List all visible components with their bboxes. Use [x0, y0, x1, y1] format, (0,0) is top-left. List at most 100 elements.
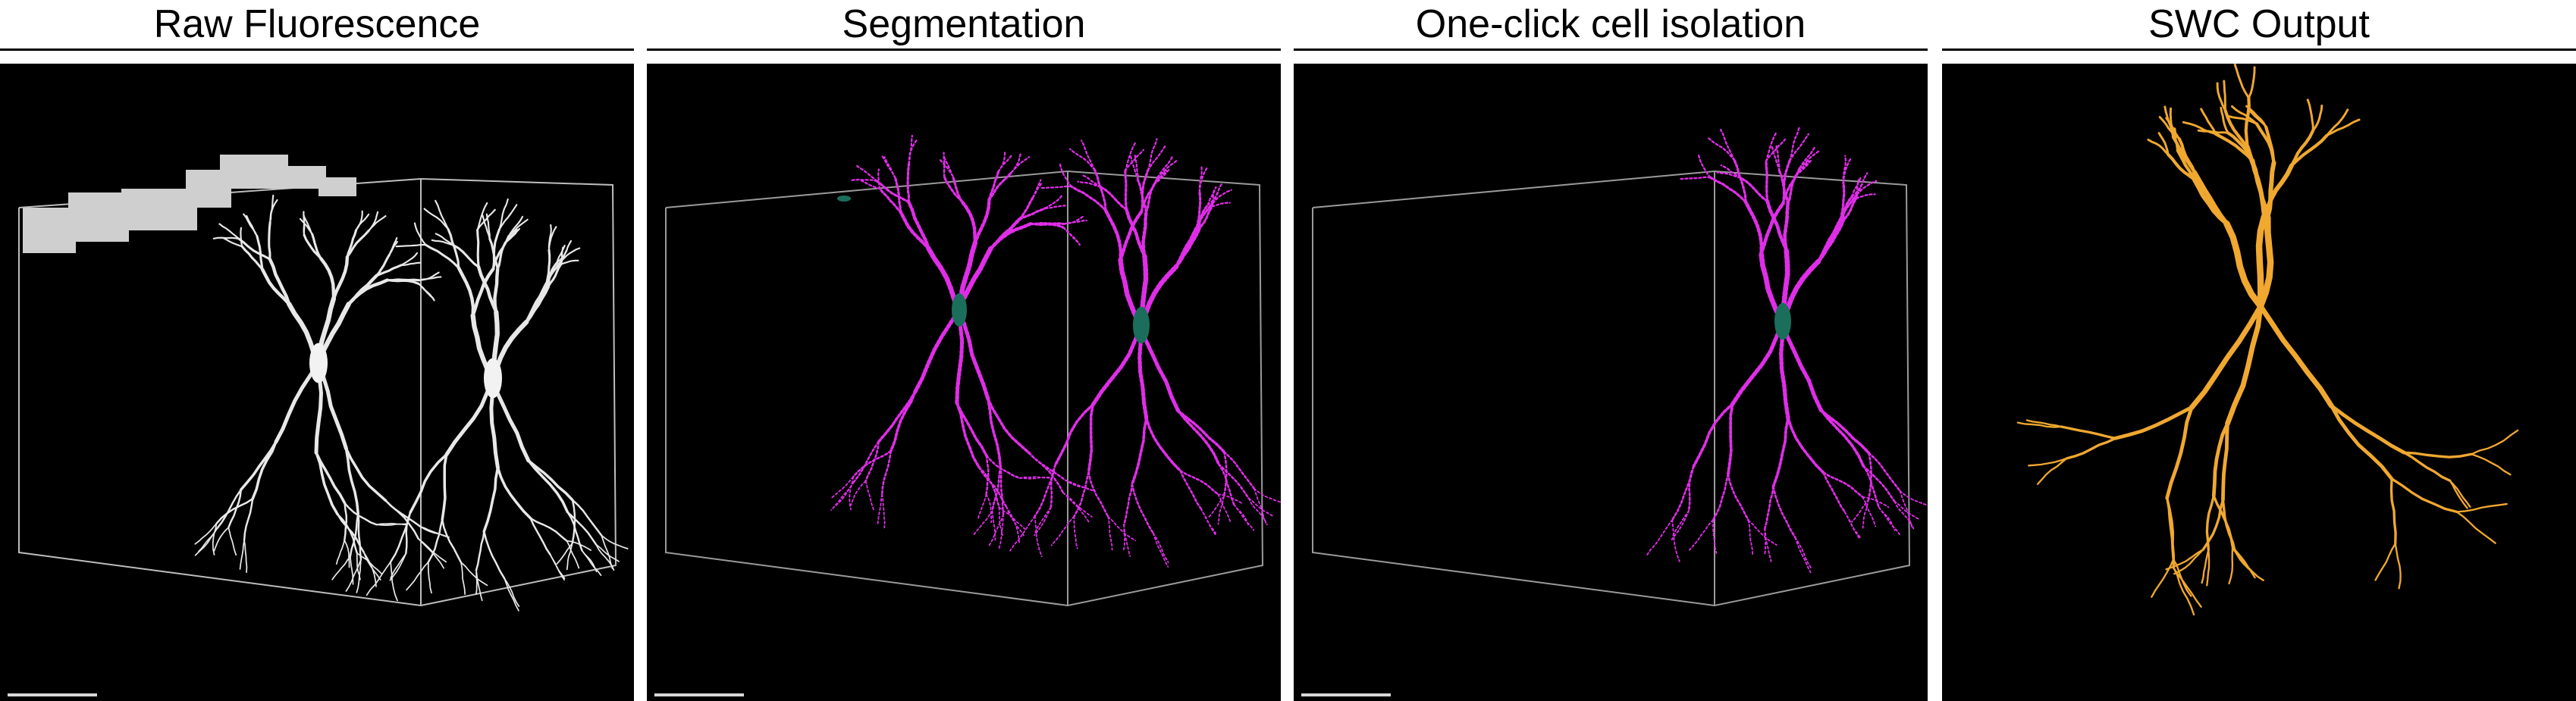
dendrite-segment	[2330, 404, 2406, 455]
dendrite-segment	[427, 518, 444, 563]
dendrite-segment	[2455, 511, 2496, 544]
dendrite-segment	[212, 236, 240, 240]
dendrite-segment	[504, 227, 521, 244]
dendrite-segment	[2248, 110, 2267, 129]
dendrite-segment	[1153, 170, 1168, 186]
dendrite-segment	[476, 265, 498, 315]
dendrite-segment	[1217, 493, 1232, 524]
dendrite-segment	[1689, 519, 1714, 551]
dendrite-segment	[998, 506, 1003, 537]
dendrite-segment	[1851, 177, 1862, 198]
dendrite-segment	[498, 204, 518, 230]
dendrite-segment	[406, 561, 429, 591]
dendrite-segment	[1152, 532, 1169, 568]
dendrite-segment	[243, 213, 258, 237]
dendrite-segment	[431, 239, 455, 246]
dendrite-segment	[2173, 566, 2195, 616]
dendrite-segment	[357, 512, 362, 561]
dendrite-segment	[566, 540, 591, 551]
dendrite-segment	[344, 447, 359, 515]
dendrite-segment	[1719, 128, 1736, 161]
dendrite-segment	[1862, 496, 1877, 527]
dendrite-segment	[417, 283, 435, 299]
dendrite-segment	[346, 229, 370, 258]
panel-title: One-click cell isolation	[1415, 2, 1806, 46]
dendrite-segment	[1899, 490, 1913, 528]
dendrite-segment	[1206, 186, 1217, 206]
dendrite-segment	[227, 488, 242, 529]
bounding-box	[665, 170, 1264, 607]
dendrite-segment	[347, 278, 389, 306]
dendrite-segment	[2244, 96, 2251, 149]
dendrite-segment	[2306, 99, 2314, 133]
dendrite-segment	[240, 440, 278, 491]
dendrite-segment	[483, 530, 506, 580]
dendrite-segment	[566, 540, 580, 569]
dendrite-segment	[2206, 549, 2210, 587]
dendrite-segment	[560, 247, 581, 262]
dendrite-segment	[527, 459, 574, 502]
dendrite-segment	[1759, 201, 1785, 256]
isolation-render	[1312, 127, 1928, 607]
swc-tracing	[2016, 64, 2519, 616]
dendrite-segment	[525, 282, 548, 324]
dendrite-segment	[1894, 500, 1920, 521]
dendrite-segment	[1073, 471, 1090, 518]
dendrite-segment	[1044, 205, 1066, 209]
dendrite-segment	[1131, 483, 1154, 534]
dendrite-segment	[1217, 463, 1250, 499]
dendrite-segment	[1788, 133, 1809, 162]
soma	[309, 343, 328, 383]
dendrite-segment	[1899, 490, 1928, 506]
dendrite-segment	[471, 267, 495, 318]
dendrite-segment	[1868, 452, 1901, 493]
dendrite-segment	[1073, 515, 1078, 549]
dendrite-segment	[1123, 524, 1131, 557]
dendrite-segment	[375, 253, 391, 277]
dendrite-segment	[1677, 176, 1712, 180]
scale-bar	[1301, 693, 1391, 696]
dendrite-segment	[1856, 180, 1878, 196]
dendrite-segment	[960, 199, 977, 245]
dendrite-segment	[2192, 170, 2229, 227]
dendrite-segment	[1176, 409, 1220, 466]
dendrite-segment	[331, 255, 350, 301]
panel-title: SWC Output	[2148, 2, 2370, 46]
dendrite-segment	[2247, 66, 2256, 99]
dendrite-segment	[581, 549, 602, 577]
dendrite-segment	[852, 440, 880, 484]
dendrite-segment	[2233, 64, 2250, 99]
dendrite-segment	[2231, 545, 2256, 579]
swc-image	[1942, 64, 2576, 701]
dendrite-segment	[2254, 122, 2276, 164]
dendrite-segment	[423, 208, 449, 230]
dendrite-segment	[1032, 179, 1042, 199]
raw-fluorescence-render	[18, 155, 629, 612]
dendrite-segment	[1077, 180, 1102, 188]
dendrite-segment	[2166, 496, 2176, 569]
dendrite-segment	[2226, 131, 2254, 163]
dendrite-segment	[1795, 160, 1810, 177]
dendrite-segment	[1783, 202, 1790, 252]
dendrite-segment	[2258, 303, 2334, 408]
dendrite-segment	[2223, 80, 2226, 112]
dendrite-segment	[1878, 506, 1900, 535]
dendrite-segment	[545, 259, 563, 285]
dendrite-segment	[485, 213, 491, 240]
dendrite-segment	[441, 518, 463, 564]
dendrite-segment	[939, 159, 954, 177]
panel-one-click-cell-isolation: One-click cell isolation	[1294, 0, 1928, 701]
dendrite-segment	[243, 497, 254, 542]
dendrite-segment	[1727, 402, 1734, 476]
dendrite-segment	[375, 264, 403, 277]
dendrite-segment	[482, 466, 500, 533]
dendrite-segment	[878, 187, 902, 214]
dendrite-segment	[400, 252, 419, 266]
dendrite-segment	[1794, 537, 1812, 569]
dendrite-segment	[1141, 210, 1148, 258]
dendrite-segment	[987, 397, 1031, 455]
dendrite-segment	[529, 517, 551, 556]
dendrite-segment	[476, 208, 496, 231]
dendrite-segment	[475, 530, 485, 571]
dendrite-segment	[1129, 155, 1139, 181]
